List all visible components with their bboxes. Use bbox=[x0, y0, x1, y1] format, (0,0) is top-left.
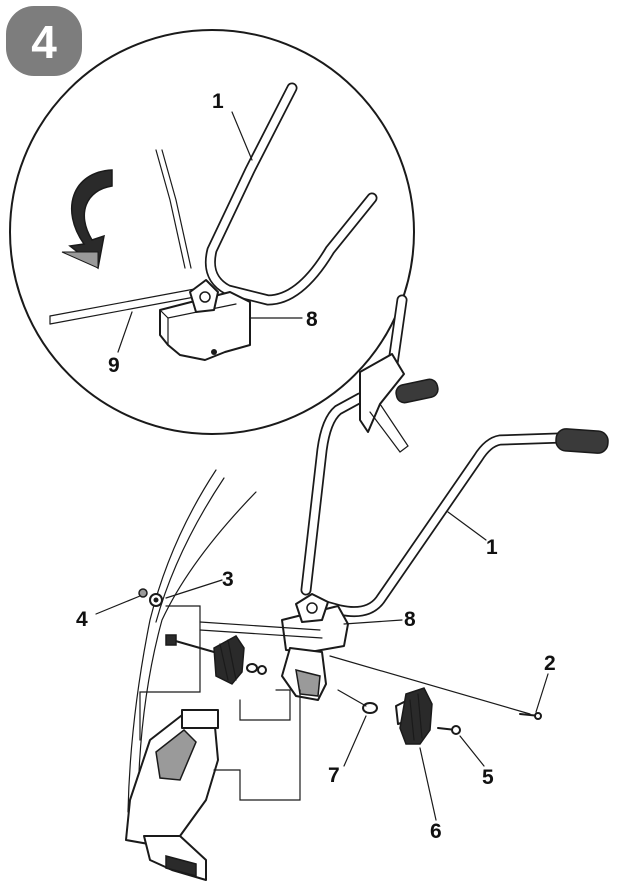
detail-bracket bbox=[159, 279, 251, 361]
detail-view: 1 8 9 bbox=[9, 29, 415, 435]
right-knob bbox=[362, 687, 542, 745]
label-2: 2 bbox=[544, 652, 556, 675]
exploded-view: 1 2 3 4 5 6 7 8 bbox=[76, 294, 609, 881]
cable-clip bbox=[138, 588, 163, 607]
rotate-arrow-icon bbox=[61, 169, 113, 270]
assembly-guide-lines bbox=[139, 605, 531, 801]
step-badge: 4 bbox=[6, 6, 82, 76]
detail-cable bbox=[49, 149, 201, 325]
leader-line-5 bbox=[459, 735, 485, 767]
mounting-bracket bbox=[199, 593, 349, 701]
leader-line-2 bbox=[535, 673, 549, 713]
detail-label-1: 1 bbox=[212, 90, 224, 113]
leader-line-1-detail bbox=[231, 111, 253, 161]
lower-housing bbox=[125, 709, 219, 881]
label-6: 6 bbox=[430, 820, 442, 843]
leader-line-6 bbox=[419, 747, 437, 821]
detail-circle bbox=[9, 29, 415, 435]
left-knob bbox=[165, 634, 267, 685]
label-5: 5 bbox=[482, 766, 494, 789]
leader-line-1 bbox=[447, 511, 487, 541]
detail-label-9: 9 bbox=[108, 354, 120, 377]
leader-line-8 bbox=[343, 619, 403, 625]
right-grip bbox=[555, 428, 609, 454]
washer bbox=[362, 702, 378, 714]
leader-line-7 bbox=[343, 715, 367, 767]
label-4: 4 bbox=[76, 608, 88, 631]
upper-handle bbox=[300, 294, 609, 618]
detail-handle-tube bbox=[204, 82, 378, 306]
leader-line-4 bbox=[95, 595, 141, 615]
cables bbox=[127, 469, 257, 813]
left-grip bbox=[395, 378, 439, 404]
step-number: 4 bbox=[31, 16, 57, 68]
label-8: 8 bbox=[404, 608, 416, 631]
label-1: 1 bbox=[486, 536, 498, 559]
step-badge-background bbox=[6, 6, 82, 76]
detail-label-8: 8 bbox=[306, 308, 318, 331]
leader-line-9-detail bbox=[117, 311, 133, 353]
leader-line-3 bbox=[165, 579, 223, 599]
label-3: 3 bbox=[222, 568, 234, 591]
label-7: 7 bbox=[328, 764, 340, 787]
knob-6 bbox=[399, 687, 433, 745]
